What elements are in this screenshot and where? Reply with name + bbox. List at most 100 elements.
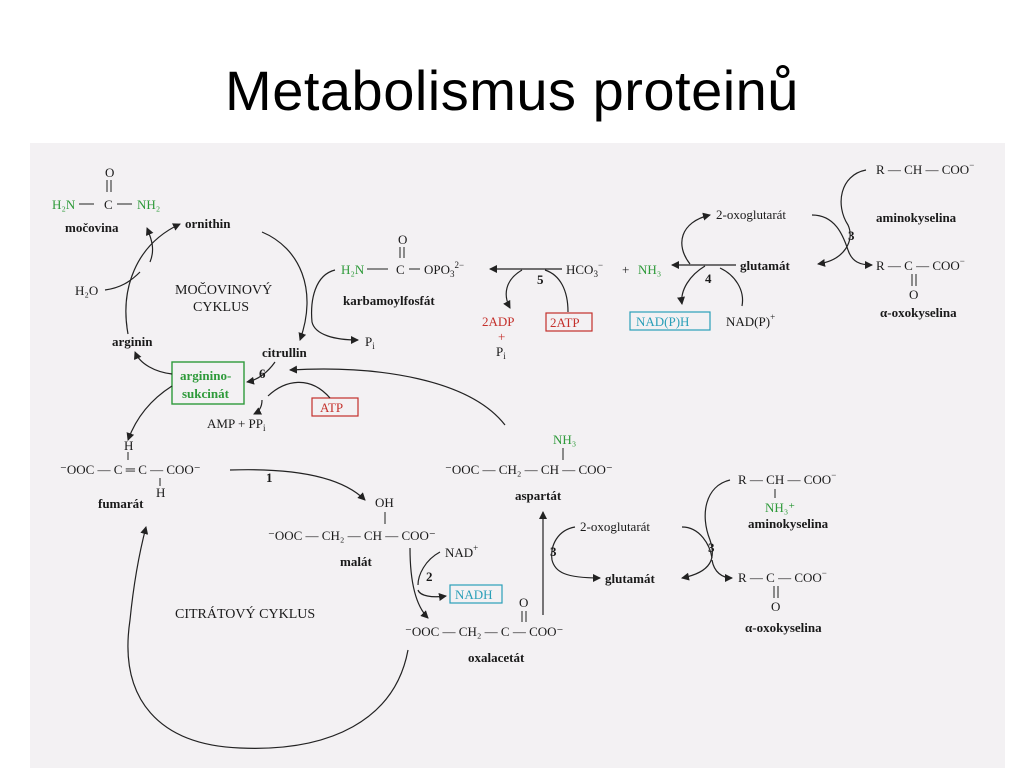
citrullin-label: citrullin (262, 345, 308, 360)
arrow-oxoglut-loop-top (681, 212, 711, 265)
slide-title: Metabolismus proteinů (225, 59, 799, 122)
top-aa-sup: − (969, 160, 974, 170)
bottom-amino-acid-name: aminokyselina (748, 516, 829, 531)
arginin-label: arginin (112, 334, 153, 349)
arrow-bottom-aa-loop (681, 479, 731, 581)
malate-formula: ⁻OOC — CH₂ — CH — COO⁻ (268, 528, 436, 543)
top-aa-text: R — CH — COO (876, 162, 969, 177)
arrow-nadh-out (417, 589, 447, 601)
amp-pp-label: AMP + PPi (207, 416, 266, 433)
urea-cycle-label-1: MOČOVINOVÝ (175, 281, 272, 298)
carbamoyl-phosphate: O H₂N C OPO32− karbamoylfosfát (341, 232, 464, 308)
adp-pi-sub: i (503, 351, 506, 361)
nadh-label: NADH (455, 587, 493, 602)
aspartate-name: aspartát (515, 488, 562, 503)
bottom-keto-acid-name: α-oxokyselina (745, 620, 822, 635)
fumarate-h-bottom: H (156, 485, 165, 500)
pi-text: P (365, 334, 372, 349)
pi-sub: i (372, 341, 375, 351)
arrow-citrullin-to-argsuc (246, 361, 276, 385)
aspartate-formula: ⁻OOC — CH₂ — CH — COO⁻ (445, 462, 613, 477)
opo3-po: PO (433, 262, 450, 277)
plus-sign: + (622, 262, 629, 277)
adp-pi-text: P (496, 344, 503, 359)
hco3-text: HCO (566, 262, 593, 277)
argininosuccinate-line2: sukcinát (182, 386, 230, 401)
atp-box (311, 397, 359, 417)
nadp-label: NAD(P)+ (726, 312, 775, 329)
bottom-glutamate: glutamát (605, 571, 656, 586)
top-step-3: 3 (848, 228, 855, 243)
arrow-arginin-to-ornithin (125, 223, 181, 335)
arrow-bottom-to-keto (711, 559, 733, 582)
urea-nh2: NH₂ (137, 197, 160, 212)
carbamoyl-name: karbamoylfosfát (343, 293, 435, 308)
arrow-atp2-in (544, 269, 569, 313)
nad-text: NAD (445, 545, 473, 560)
step-5-label: 5 (537, 272, 544, 287)
arrow-water-in (104, 271, 141, 291)
arrow-argsuc-to-arginin (134, 351, 173, 375)
fumarate-name: fumarát (98, 496, 144, 511)
arrow-adp-out (503, 269, 523, 309)
bottom-amino-acid: R — CH — COO− (738, 470, 836, 487)
nadh-box (449, 584, 503, 604)
urea-oxygen: O (105, 165, 114, 180)
arrow-oxoglut-to-keto-top (811, 214, 849, 251)
opo3-sub: 3 (450, 269, 455, 279)
arrow-arginin-to-urea (145, 227, 154, 263)
bottom-keto-text: R — C — COO (738, 570, 822, 585)
step-2-label: 2 (426, 569, 433, 584)
arrow-malate-to-oxaloacetate (409, 547, 429, 619)
top-step-4: 4 (705, 271, 712, 286)
ammonia-label: NH₃ (638, 262, 661, 277)
arrow-citrate-cycle (127, 526, 409, 749)
argininosuccinate-box (171, 361, 245, 405)
bottom-keto-sup: − (822, 568, 827, 578)
opo3-o: O (424, 262, 433, 277)
nad-label: NAD+ (445, 543, 478, 560)
urea-h2n: H₂N (52, 197, 76, 212)
water-label: H₂O (75, 283, 98, 298)
nadp-text: NAD(P) (726, 314, 770, 329)
atp-label: ATP (320, 400, 343, 415)
arrow-atp-in (267, 381, 331, 399)
top-keto-acid: R — C — COO− (876, 256, 965, 273)
bottom-step-3a: 3 (550, 544, 557, 559)
arrow-to-keto-top (847, 249, 873, 269)
top-keto-oxygen: O (909, 287, 918, 302)
hco3-sup: − (598, 260, 603, 270)
top-glutamate: glutamát (740, 258, 791, 273)
arrow-fumarate-to-malate (229, 469, 366, 501)
urea-cycle-label-2: CYKLUS (193, 300, 249, 315)
oxaloacetate-name: oxalacetát (468, 650, 525, 665)
oxaloacetate-oxygen: O (519, 595, 528, 610)
arrow-nadp-in (719, 267, 744, 307)
oxaloacetate-formula: ⁻OOC — CH₂ — C — COO⁻ (405, 624, 563, 639)
top-keto-acid-name: α-oxokyselina (880, 305, 957, 320)
arrow-amp-out (253, 399, 263, 415)
amp-pp-text: AMP + PP (207, 416, 263, 431)
arrow-aspartate-to-argsuc (289, 365, 506, 426)
amp-pp-sub: i (263, 423, 266, 433)
adp-label: 2ADP (482, 314, 515, 329)
urea-carbon: C (104, 197, 113, 212)
step-6-label: 6 (259, 366, 266, 381)
bottom-oxoglutarate: 2-oxoglutarát (580, 519, 650, 534)
arrow-argsuc-to-fumarate (126, 385, 173, 441)
bottom-aa-text: R — CH — COO (738, 472, 831, 487)
urea-name: močovina (65, 220, 119, 235)
step-1-label: 1 (266, 470, 273, 485)
arrow-nad-in (417, 551, 441, 586)
top-amino-acid: R — CH — COO− (876, 160, 974, 177)
arrow-carbamoyl-to-citrullin (311, 269, 359, 344)
bottom-keto-acid: R — C — COO− (738, 568, 827, 585)
urea-molecule: O H₂N C NH₂ močovina (52, 165, 160, 235)
carbamoyl-carbon: C (396, 262, 405, 277)
malate-oh: OH (375, 495, 394, 510)
ornithin-label: ornithin (185, 216, 231, 231)
bottom-aa-nh3: NH₃⁺ (765, 500, 795, 515)
malate-name: malát (340, 554, 372, 569)
atp2-label: 2ATP (550, 315, 580, 330)
arrow-bottom-oxoglut-to-keto (681, 526, 713, 559)
